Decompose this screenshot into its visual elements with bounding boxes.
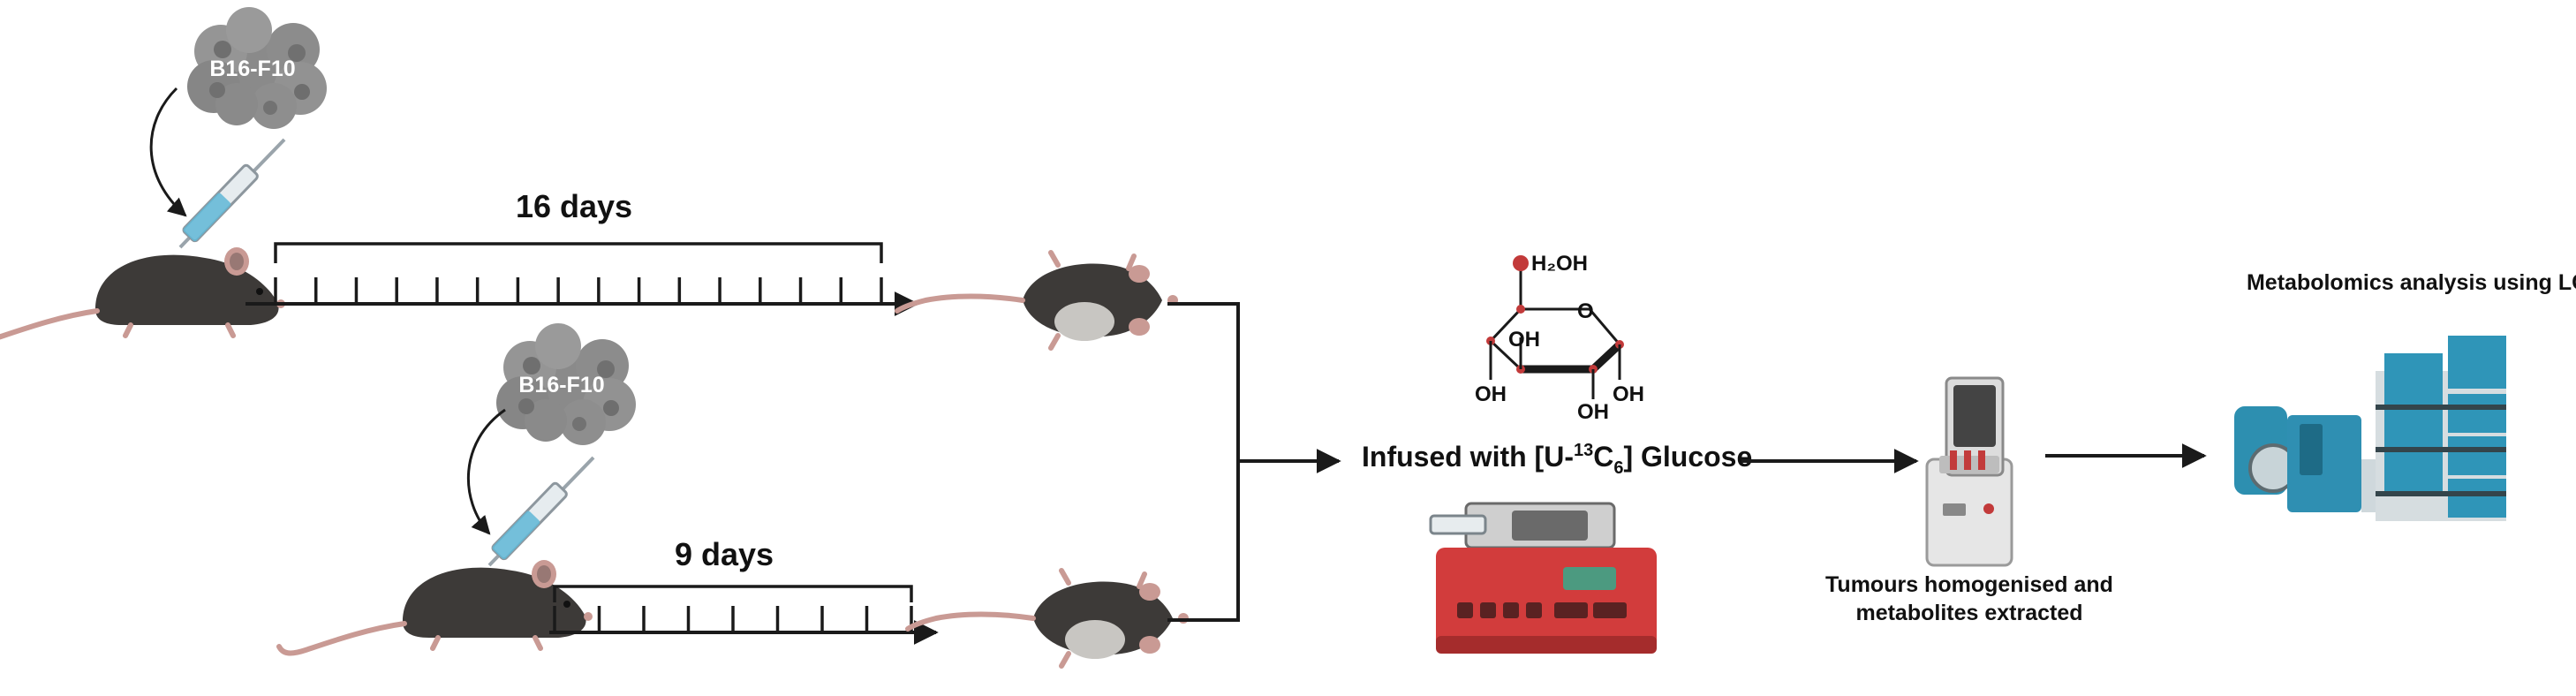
timeline-ticks-2 <box>553 606 913 632</box>
syringe-icon <box>178 138 286 249</box>
glucose-oh-label: OH <box>1613 382 1644 406</box>
injection-arrow-1 <box>149 87 187 217</box>
duration-label-1: 16 days <box>516 188 632 224</box>
cell-line-label-2: B16-F10 <box>518 373 604 397</box>
infusion-label: Infused with [U-13C6] Glucose <box>1362 441 1752 478</box>
mouse-icon <box>279 560 593 653</box>
glucose-oh-label: OH <box>1577 400 1609 424</box>
cohort-2: B16-F10 9 days <box>279 323 1189 666</box>
homogenisation-label-line2: metabolites extracted <box>1855 601 2082 625</box>
cohort-1: B16-F10 16 days <box>0 7 1178 348</box>
mouse-tumour-icon <box>908 571 1189 666</box>
glucose-oh-label: OH <box>1475 382 1507 406</box>
homogenisation-label-line1: Tumours homogenised and <box>1825 572 2113 597</box>
cell-line-label-1: B16-F10 <box>209 57 295 81</box>
timeline-ticks-1 <box>274 277 883 304</box>
glucose-ring-oxygen-label: O <box>1577 299 1594 323</box>
glucose-structure: H₂OH O OH OH OH OH <box>1475 252 1644 424</box>
analysis-title: Metabolomics analysis using LC-MS <box>2247 270 2576 295</box>
tumour-cells-2: B16-F10 <box>496 323 636 445</box>
duration-bracket-1 <box>274 242 883 263</box>
tumour-cells-1: B16-F10 <box>187 7 327 129</box>
duration-bracket-2 <box>553 585 913 602</box>
lcms-instrument-icon <box>2234 336 2506 521</box>
mouse-tumour-icon <box>897 253 1178 348</box>
merge-bracket <box>1167 302 1240 622</box>
glucose-oh-label: OH <box>1508 328 1540 352</box>
duration-label-2: 9 days <box>675 536 774 572</box>
homogeniser-icon <box>1925 376 2013 567</box>
syringe-icon <box>487 456 595 567</box>
mouse-icon <box>0 247 285 340</box>
syringe-pump-icon <box>1429 502 1657 654</box>
glucose-h2oh-label: H₂OH <box>1531 252 1588 276</box>
injection-arrow-2 <box>466 408 506 535</box>
